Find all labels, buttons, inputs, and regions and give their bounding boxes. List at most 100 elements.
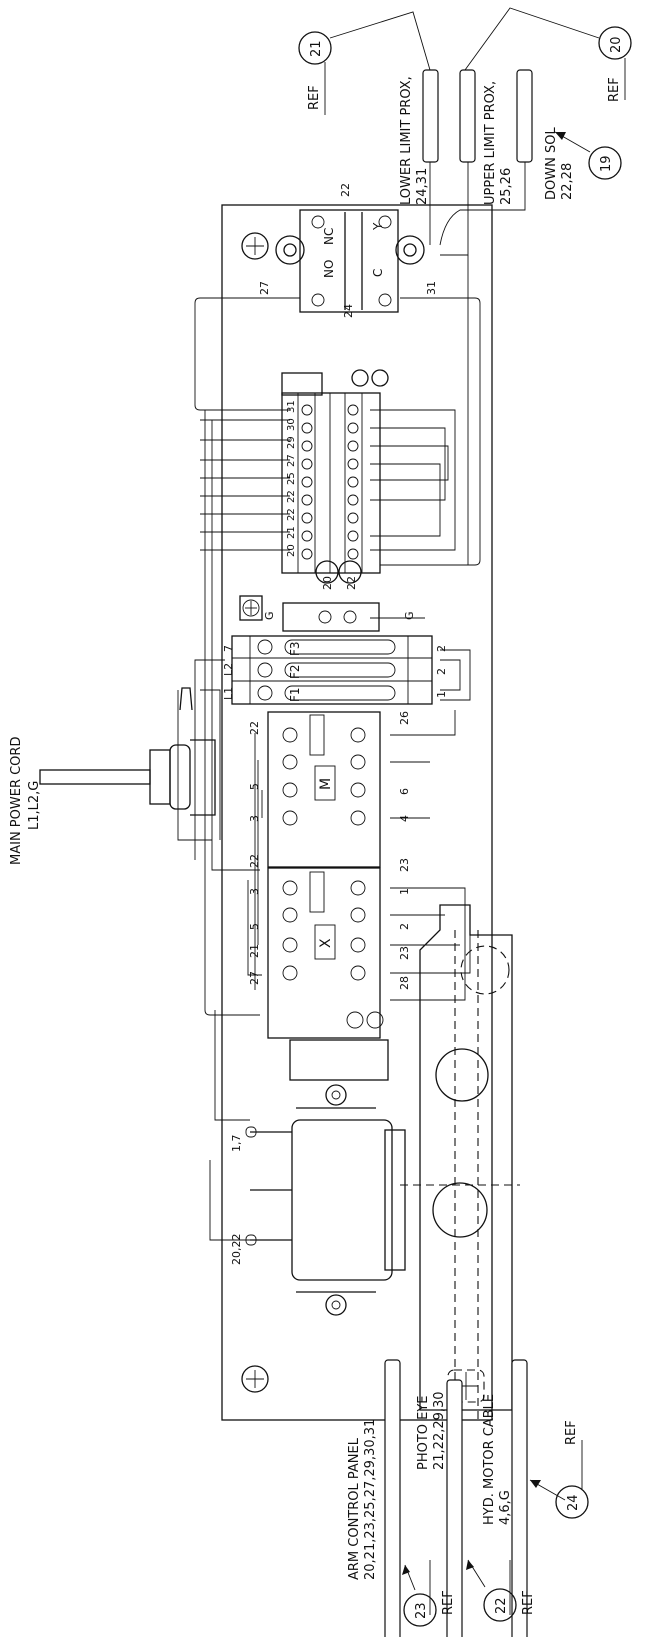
fuse-f2: F2 [288,664,302,679]
wire-f-2b: 2 [435,668,448,675]
ref-bubble-20: 20 REF [598,26,632,102]
svg-text:20: 20 [609,36,624,53]
fuse-block: F3 F2 F1 7 L2 L1 [222,635,433,705]
wire-m-bot-6: 6 [398,788,411,795]
cable-photo-eye [446,1379,463,1637]
tb-21: 21 [286,526,297,539]
terminal-block: 31 30 29 27 25 22 22 21 20 [281,369,389,574]
tb-31: 31 [286,400,297,413]
label-arm-panel-wires: 20,21,23,25,27,29,30,31 [363,1419,378,1580]
ref-bubble-23: 23 REF [403,1560,456,1627]
svg-text:21: 21 [309,40,324,57]
mount-hole-top [241,232,269,260]
switch-c: C [371,269,385,277]
wire-x-bot-2: 2 [398,923,411,930]
label-hyd-motor-wires: 4,6,G [498,1490,513,1525]
line-l1: L1 [222,687,235,700]
svg-text:22: 22 [494,1597,509,1614]
din-rail-end [289,1039,389,1081]
svg-text:19: 19 [599,155,614,172]
wire-m-top-3: 3 [248,815,261,822]
wire-trans-20-22: 20,22 [230,1234,243,1266]
wire-f-1: 1 [435,691,448,698]
control-panel-plate [221,204,493,1421]
wire-x-bot-1: 1 [398,888,411,895]
wire-x-top-27: 27 [248,971,261,985]
internal-wiring [177,70,526,1241]
cable-hyd-motor [511,1359,528,1637]
wire-x-top-3: 3 [248,888,261,895]
wire-x-bot-28: 28 [398,976,411,990]
tb-22b: 22 [286,508,297,521]
wire-x-top-21: 21 [248,944,261,958]
wire-31: 31 [425,281,438,295]
svg-text:REF: REF [307,85,322,110]
svg-text:REF: REF [441,1590,456,1615]
label-lower-limit-wires: 24,31 [415,168,430,205]
wire-x-bot-23a: 23 [398,858,411,872]
label-main-power-cord-wires: L1,L2,G [27,781,42,830]
wire-g2: G [403,611,416,620]
tb-25: 25 [286,472,297,485]
tb-29: 29 [286,436,297,449]
contactor-x-label: X [318,938,334,948]
ref-bubble-24: 24 REF [555,1420,589,1519]
mount-hole-bottom [241,1365,269,1393]
limit-switch: NO NC C Y [275,209,425,313]
label-down-sol-wires: 22,28 [560,163,575,200]
fuse-f3: F3 [288,641,302,656]
switch-no: NO [322,260,336,278]
wire-x-top-5: 5 [248,923,261,930]
label-photo-eye: PHOTO EYE [416,1395,431,1470]
ground-terminal [239,560,380,632]
wire-g1: G [263,611,276,620]
wire-20: 20 [321,576,334,590]
svg-text:24: 24 [566,1494,581,1511]
label-hyd-motor: HYD. MOTOR CABLE [482,1394,497,1525]
line-7: 7 [222,645,235,652]
svg-text:REF: REF [564,1420,579,1445]
cable-arm-panel [384,1359,401,1637]
wire-m-bot-26: 26 [398,711,411,725]
label-down-sol: DOWN SOL [544,127,559,200]
wire-27: 27 [258,281,271,295]
label-upper-limit-wires: 25,26 [499,168,514,205]
wire-24: 24 [342,304,355,318]
wire-m-top-22: 22 [248,721,261,735]
cable-down-sol [516,69,533,163]
power-cord [39,687,221,840]
wire-22b: 22 [345,576,358,590]
cover-plate [419,904,513,1411]
cable-lower-limit [422,69,439,163]
wire-22a: 22 [339,183,352,197]
knockout-mid [435,1048,489,1102]
wire-x-top-22: 22 [248,854,261,868]
wire-m-top-5: 5 [248,783,261,790]
wire-trans-1-7: 1,7 [230,1135,243,1153]
knockout-low [432,1182,488,1238]
label-upper-limit: UPPER LIMIT PROX, [483,81,498,205]
tb-30: 30 [286,418,297,431]
line-l2: L2 [222,663,235,676]
transformer [245,1084,406,1316]
svg-text:REF: REF [607,77,622,102]
contactor-x: X [267,867,381,1039]
wire-x-bot-23b: 23 [398,946,411,960]
wire-f-2a: 2 [435,645,448,652]
terminal-screws [301,369,389,560]
label-main-power-cord: MAIN POWER CORD [9,737,24,865]
tb-22a: 22 [286,490,297,503]
ref-bubble-19: 19 [588,146,622,180]
contactor-m: M [267,711,381,868]
fuse-f1: F1 [288,687,302,702]
ref-bubble-22: 22 REF [483,1560,536,1622]
label-arm-panel: ARM CONTROL PANEL [347,1437,362,1580]
knockout-upper [460,945,510,995]
switch-y: Y [371,222,385,231]
ref-bubble-21: 21 REF [298,31,332,115]
switch-nc: NC [322,228,336,245]
wire-m-bot-4: 4 [398,815,411,822]
svg-text:REF: REF [521,1590,536,1615]
contactor-m-label: M [318,778,334,790]
